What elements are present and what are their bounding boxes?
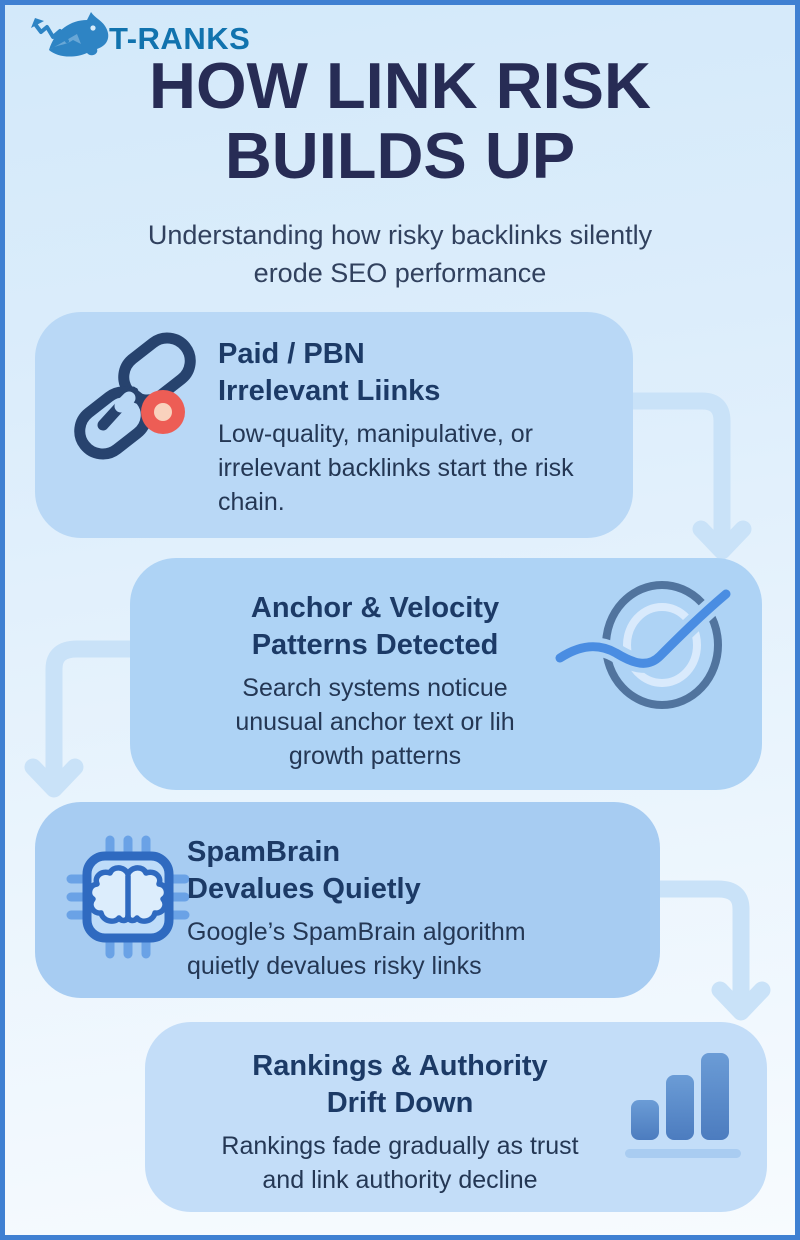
- card-body: Rankings fade gradually as trust and lin…: [221, 1132, 579, 1194]
- card-body: Search systems noticue unusual anchor te…: [235, 674, 515, 770]
- page-subtitle: Understanding how risky backlinks silent…: [5, 217, 795, 293]
- page-subtitle-line2: erode SEO performance: [253, 257, 547, 288]
- page-title-line1: HOW LINK RISK: [149, 49, 651, 122]
- card-heading: Paid / PBN Irrelevant Liinks: [218, 338, 441, 408]
- step-card-paid-pbn-links: Paid / PBN Irrelevant Liinks Low-quality…: [35, 312, 633, 538]
- card-body: Low-quality, manipulative, or irrelevant…: [218, 420, 574, 516]
- connector-arrowhead-2: [24, 758, 84, 798]
- step-card-anchor-velocity: Anchor & Velocity Patterns Detected Sear…: [130, 558, 762, 790]
- connector-arrowhead-3: [711, 981, 771, 1021]
- page-subtitle-line1: Understanding how risky backlinks silent…: [147, 220, 653, 250]
- connector-card3-card4: [651, 880, 750, 1000]
- page-title-line2: BUILDS UP: [224, 119, 576, 193]
- check-circle-trend-icon: [550, 581, 736, 709]
- step-card-rankings-drift: Rankings & Authority Drift Down Rankings…: [145, 1022, 767, 1212]
- connector-arrowhead-1: [692, 520, 752, 560]
- step-card-spambrain: SpamBrain Devalues Quietly Google’s Spam…: [35, 802, 660, 998]
- brand-logo: T-RANKS: [27, 10, 250, 62]
- card-heading: Anchor & Velocity Patterns Detected: [250, 592, 500, 662]
- connector-card1-card2: [624, 392, 731, 540]
- card-heading: SpamBrain Devalues Quietly: [187, 836, 421, 906]
- bar-chart-icon: [625, 1053, 741, 1158]
- card-heading: Rankings & Authority Drift Down: [252, 1050, 548, 1120]
- connector-card2-card3: [45, 640, 139, 777]
- shark-trend-icon: [31, 12, 109, 57]
- page-title: HOW LINK RISK BUILDS UP: [5, 49, 795, 193]
- card-body: Google’s SpamBrain algorithm quietly dev…: [187, 918, 526, 980]
- brand-name: T-RANKS: [109, 21, 251, 56]
- brain-chip-icon: [66, 835, 190, 959]
- broken-chain-icon: [74, 332, 196, 460]
